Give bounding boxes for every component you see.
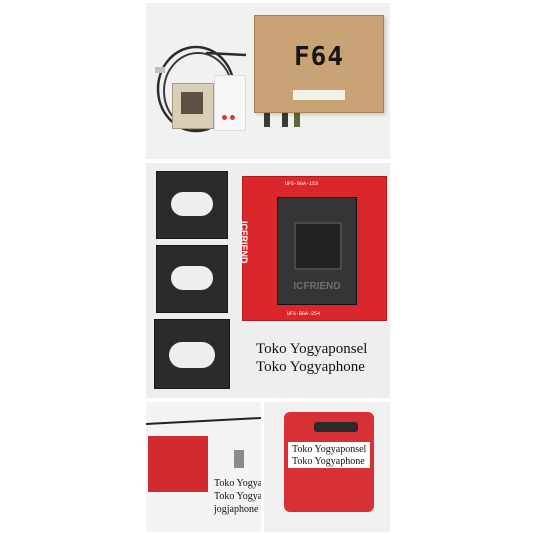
bga-socket: ICFRIEND <box>277 197 357 305</box>
watermark-line-3: jogjaphone <box>214 504 259 515</box>
board-chip <box>181 92 203 114</box>
alignment-plate <box>156 171 228 239</box>
accessory-dot <box>222 115 227 120</box>
adapter-card <box>148 436 208 492</box>
watermark-line-1: Toko Yogyaponsel <box>292 444 367 455</box>
photo-panel-bottom-right: Toko Yogyaponsel Toko Yogyaphone <box>264 402 390 532</box>
socket-brand: ICFRIEND <box>293 281 341 292</box>
box-label-sticker <box>293 90 345 100</box>
watermark-line-2: Toko Yogyaphone <box>292 456 365 467</box>
socket-slot <box>314 422 358 432</box>
alignment-plate <box>156 245 228 313</box>
plate-hole <box>171 266 213 290</box>
watermark-line-1: Toko Yogyaponsel <box>256 341 368 357</box>
instruction-card <box>214 75 246 131</box>
watermark-line-2: Toko Yogyaphone <box>256 359 365 375</box>
photo-panel-product-box: F64 <box>146 3 390 159</box>
small-adapter <box>234 450 244 468</box>
plate-hole <box>171 192 213 216</box>
photo-panel-bottom-left: Toko Yogya Toko Yogya jogjaphone <box>146 402 261 532</box>
photo-panel-adapter: UFS-BGA-153 ICFRIEND ICFRIEND UFS-BGA-25… <box>146 163 390 398</box>
board-brand: ICFRIEND <box>239 221 249 264</box>
board-strip-top: UFS-BGA-153 <box>285 181 319 187</box>
programmer-board <box>172 83 214 129</box>
board-strip-bottom: UFS-BGA-254 <box>287 311 321 317</box>
watermark-line-1: Toko Yogya <box>214 478 261 489</box>
watermark-backing <box>288 442 370 468</box>
mini-adapter <box>294 113 300 127</box>
mini-adapter <box>282 113 288 127</box>
product-box: F64 <box>254 15 384 113</box>
box-logo: F64 <box>294 42 344 72</box>
plate-hole <box>169 342 215 368</box>
adapter-board: UFS-BGA-153 ICFRIEND ICFRIEND UFS-BGA-25… <box>239 176 387 321</box>
mini-adapter <box>264 113 270 127</box>
accessory-dot <box>230 115 235 120</box>
socket-chip-area <box>294 222 342 270</box>
alignment-plate <box>154 319 230 389</box>
watermark-line-2: Toko Yogya <box>214 491 261 502</box>
cable-bar <box>146 416 261 426</box>
